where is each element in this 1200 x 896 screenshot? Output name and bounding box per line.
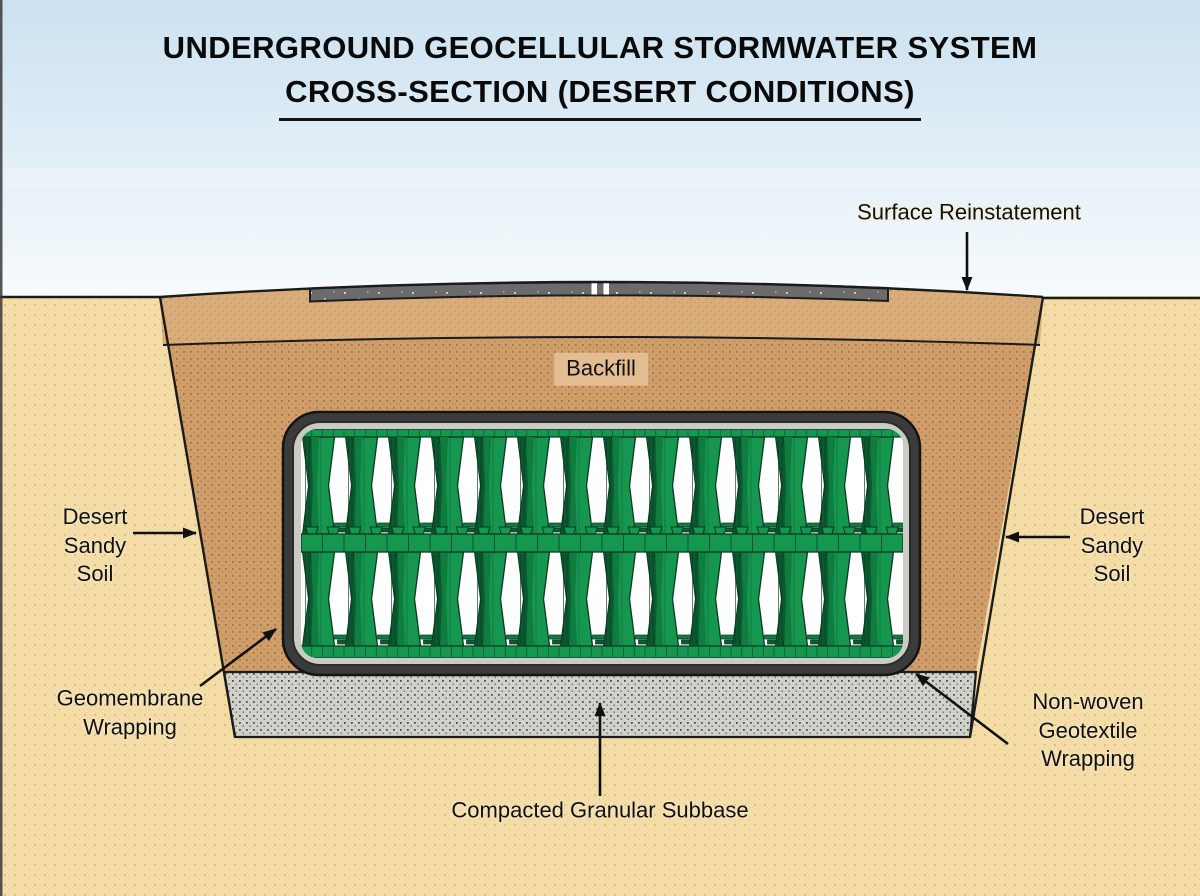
asphalt-surface	[309, 281, 889, 303]
geocellular-tank	[281, 410, 922, 677]
geomembrane-arrow	[199, 627, 277, 688]
geotextile-arrow	[915, 672, 1009, 746]
trench-wall-left	[158, 296, 237, 738]
callout-arrows	[133, 232, 1070, 796]
geomembrane-wrapping-label: Geomembrane Wrapping	[56, 685, 204, 739]
cloud-streak	[0, 214, 1200, 228]
road-marking	[603, 281, 609, 295]
title-line1: UNDERGROUND GEOCELLULAR STORMWATER SYSTE…	[162, 30, 1038, 65]
surface-reinstatement-label: Surface Reinstatement	[857, 199, 1081, 225]
geotextile-wrapping-label: Non-woven Geotextile Wrapping	[1032, 689, 1144, 772]
cloud-streak	[0, 168, 1200, 188]
desert-sandy-soil-right-label: Desert Sandy Soil	[1079, 504, 1145, 587]
crate-cells	[301, 429, 903, 658]
backfill-label: Backfill	[554, 352, 648, 386]
ground-surface-line	[0, 280, 1200, 300]
page-title: UNDERGROUND GEOCELLULAR STORMWATER SYSTE…	[0, 26, 1200, 122]
compacted-granular-subbase-label: Compacted Granular Subbase	[451, 797, 749, 823]
trench-wall-right	[968, 296, 1045, 738]
desert-sandy-soil-left-label: Desert Sandy Soil	[62, 504, 128, 587]
road-marking	[591, 281, 597, 295]
title-line2: CROSS-SECTION (DESERT CONDITIONS)	[279, 70, 921, 122]
left-edge-line	[0, 0, 3, 896]
sky	[0, 0, 1200, 298]
